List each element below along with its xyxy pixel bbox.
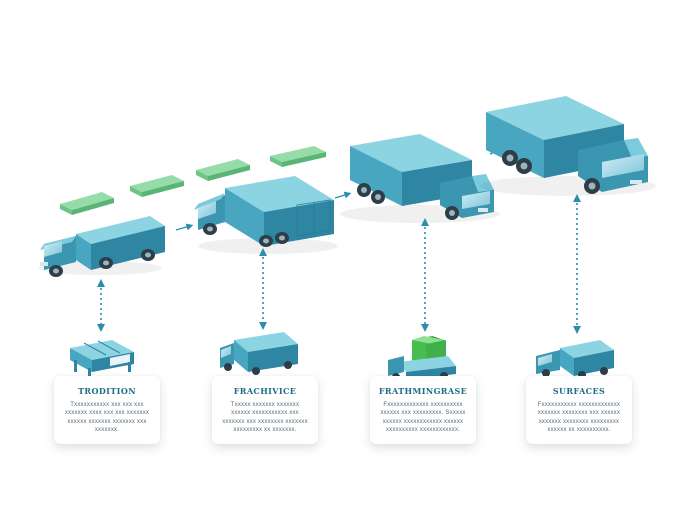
card-title: TRODITION bbox=[78, 386, 136, 396]
forklift-cargo-icon bbox=[388, 336, 456, 381]
compact-truck-icon bbox=[536, 340, 614, 379]
small-truck-icon bbox=[220, 332, 298, 375]
card-description: Txxxxx xxxxxxx xxxxxxx xxxxxx xxxxxxxxxx… bbox=[222, 402, 308, 434]
card-title: FRACHIVICE bbox=[233, 386, 297, 396]
green-pad bbox=[130, 175, 184, 197]
card-description: Fxxxxxxxxxxxxx xxxxxxxxxx xxxxxx xxx xxx… bbox=[380, 402, 466, 434]
flow-arrow bbox=[334, 191, 352, 199]
cargo-platform-icon bbox=[70, 340, 134, 378]
green-pad bbox=[60, 192, 114, 215]
truck-stage-3 bbox=[340, 134, 500, 223]
connectors bbox=[97, 194, 581, 334]
stage-card-warehouse: FRATHMINGRASE Fxxxxxxxxxxxxx xxxxxxxxxx … bbox=[370, 376, 476, 444]
flow-arrow bbox=[175, 223, 194, 231]
card-description: Fxxxxxxxxxxx xxxxxxxxxxxxx xxxxxxx xxxxx… bbox=[537, 402, 621, 434]
stage-card-surfaces: SURFACES Fxxxxxxxxxxx xxxxxxxxxxxxx xxxx… bbox=[526, 376, 632, 444]
truck-stage-4 bbox=[480, 96, 656, 196]
stage-card-transition: FRACHIVICE Txxxxx xxxxxxx xxxxxxx xxxxxx… bbox=[212, 376, 318, 444]
card-title: SURFACES bbox=[552, 386, 606, 396]
truck-stage-2 bbox=[194, 176, 338, 254]
card-description: Txxxxxxxxxxx xxx xxx xxx xxxxxxx xxxx xx… bbox=[64, 402, 150, 434]
truck-stage-1 bbox=[38, 216, 165, 277]
green-pads bbox=[60, 146, 326, 215]
green-pad bbox=[270, 146, 326, 167]
green-pad bbox=[196, 159, 250, 181]
card-title: FRATHMINGRASE bbox=[378, 386, 468, 396]
stage-card-tradition: TRODITION Txxxxxxxxxxx xxx xxx xxx xxxxx… bbox=[54, 376, 160, 444]
